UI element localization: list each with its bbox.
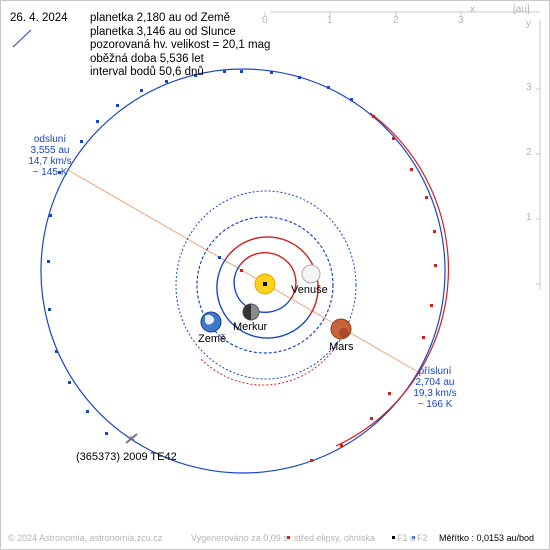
aphelion-speed: 14,7 km/s — [28, 156, 72, 167]
info-sun-distance: planetka 3,146 au od Slunce — [90, 25, 236, 38]
earth-label: Země — [198, 333, 227, 345]
asteroid-orbit-far — [67, 68, 446, 373]
earth-land — [205, 314, 215, 325]
info-period: oběžná doba 5,536 let — [90, 52, 204, 65]
y-tick-2: 2 — [526, 147, 532, 158]
perihelion-temperature: ~ 166 K — [417, 399, 453, 410]
footer-ellipse-center: střed elipsy, ohniska — [294, 533, 375, 543]
asteroid-name-label: (365373) 2009 TE42 — [76, 451, 177, 463]
x-tick-1: 1 — [327, 15, 333, 26]
x-axis-name: x — [470, 4, 475, 15]
focus-f1-marker — [263, 282, 267, 286]
mars-label: Mars — [329, 341, 354, 353]
mercury-label: Merkur — [233, 321, 268, 333]
venus-orbit-red — [224, 236, 319, 316]
asteroid-orbit-points — [47, 70, 353, 435]
y-axis-ticks — [536, 20, 541, 290]
mercury-shade — [243, 304, 251, 320]
mercury-orbit-red — [239, 252, 297, 301]
ellipse-center-marker — [240, 269, 243, 272]
aphelion-label: odsluní 3,555 au 14,7 km/s ~ 145 K — [20, 134, 80, 178]
legend-center-dot — [287, 536, 290, 539]
focus-f2-marker — [218, 256, 221, 259]
asteroid-orbit-near — [40, 169, 419, 474]
info-panel: planetka 2,180 au od Země planetka 3,146… — [90, 12, 270, 80]
footer-copyright: © 2024 Astronomia, astronomia.zcu.cz — [8, 533, 163, 543]
info-point-interval: interval bodů 50,6 dnů — [90, 66, 204, 78]
legend-f1-dot — [392, 536, 395, 539]
mars-shade — [339, 328, 349, 338]
legend-f2-dot — [412, 536, 415, 539]
date-label: 26. 4. 2024 — [10, 12, 68, 24]
x-tick-3: 3 — [458, 15, 464, 26]
asteroid-orbit-below-ecliptic — [335, 112, 450, 447]
y-axis-name: y — [526, 18, 531, 29]
venus-label: Venuše — [291, 284, 328, 296]
asteroid-orbit-points-red — [310, 115, 437, 462]
asteroid-icon — [125, 433, 138, 444]
footer-f2: F2 — [417, 533, 428, 543]
footer-scale: Měřítko : 0,0153 au/bod — [439, 533, 535, 543]
y-tick-3: 3 — [526, 82, 532, 93]
perihelion-distance: 2,704 au — [415, 377, 455, 388]
footer-generated: Vygenerováno za 0,09 s — [191, 533, 288, 543]
mars-orbit — [175, 190, 357, 380]
aphelion-distance: 3,555 au — [30, 145, 70, 156]
axis-unit: [au] — [513, 4, 530, 15]
info-magnitude: pozorovaná hv. velikost = 20,1 mag — [90, 39, 271, 51]
mars-orbit-red-segment — [199, 339, 341, 386]
perihelion-speed: 19,3 km/s — [413, 388, 457, 399]
info-earth-distance: planetka 2,180 au od Země — [90, 12, 231, 24]
x-tick-0: 0 — [262, 15, 268, 26]
earth-orbit — [196, 216, 334, 354]
x-tick-2: 2 — [393, 15, 399, 26]
perihelion-label: přísluní 2,704 au 19,3 km/s ~ 166 K — [404, 366, 466, 410]
footer-f1: F1 a — [397, 533, 416, 543]
venus-icon — [301, 264, 321, 284]
venus-orbit-blue — [216, 259, 311, 339]
perihelion-title: přísluní — [418, 366, 452, 377]
y-tick-1: 1 — [526, 212, 532, 223]
aphelion-temperature: ~ 145 K — [32, 167, 68, 178]
direction-marker — [12, 29, 32, 48]
aphelion-title: odsluní — [33, 134, 67, 145]
x-axis-ticks — [264, 11, 540, 16]
